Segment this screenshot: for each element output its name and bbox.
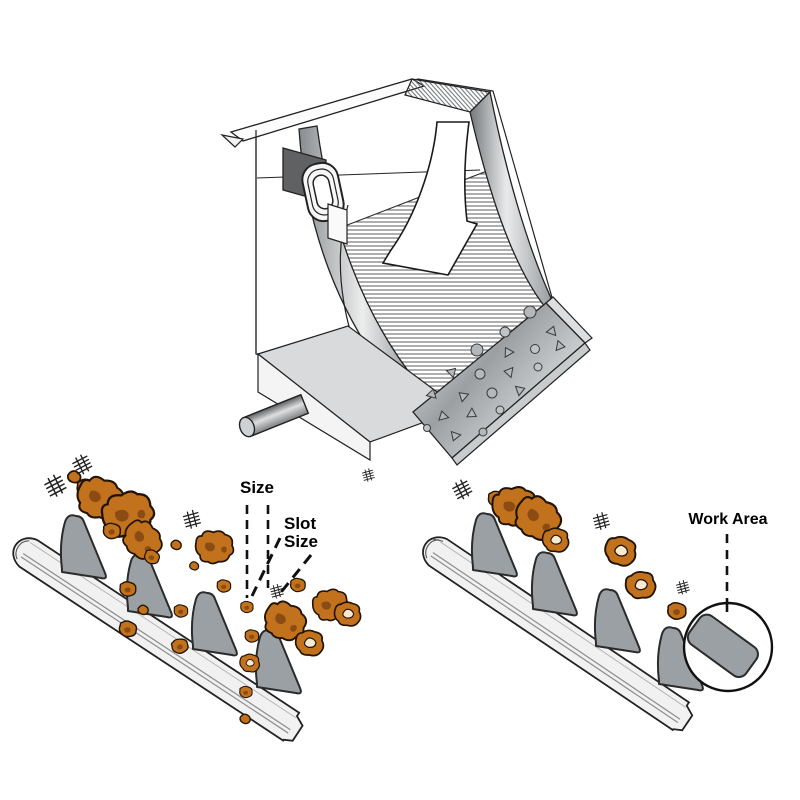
size-label: Size — [239, 478, 275, 497]
flow-arrow-icon — [381, 121, 479, 276]
drive-shaft — [238, 393, 310, 438]
pebbles-on-plate — [423, 305, 567, 443]
slot-size-label: Slot Size — [284, 514, 319, 552]
left-detail-diagram — [12, 452, 376, 742]
work-area-label: Work Area — [688, 511, 768, 528]
tooth — [594, 588, 641, 654]
tooth — [60, 514, 107, 580]
screening-teeth-right — [471, 512, 704, 692]
tooth — [471, 512, 518, 578]
detail-circle — [682, 601, 774, 693]
tooth — [657, 626, 704, 692]
slot-size-leader-lines — [250, 537, 313, 597]
size-leader-lines — [245, 505, 270, 598]
tooth — [191, 591, 238, 657]
tooth — [531, 551, 578, 617]
base-box-front — [257, 352, 371, 462]
separator-machine-illustration — [220, 78, 593, 466]
screening-teeth-left — [60, 514, 302, 695]
right-detail-diagram — [422, 477, 774, 732]
